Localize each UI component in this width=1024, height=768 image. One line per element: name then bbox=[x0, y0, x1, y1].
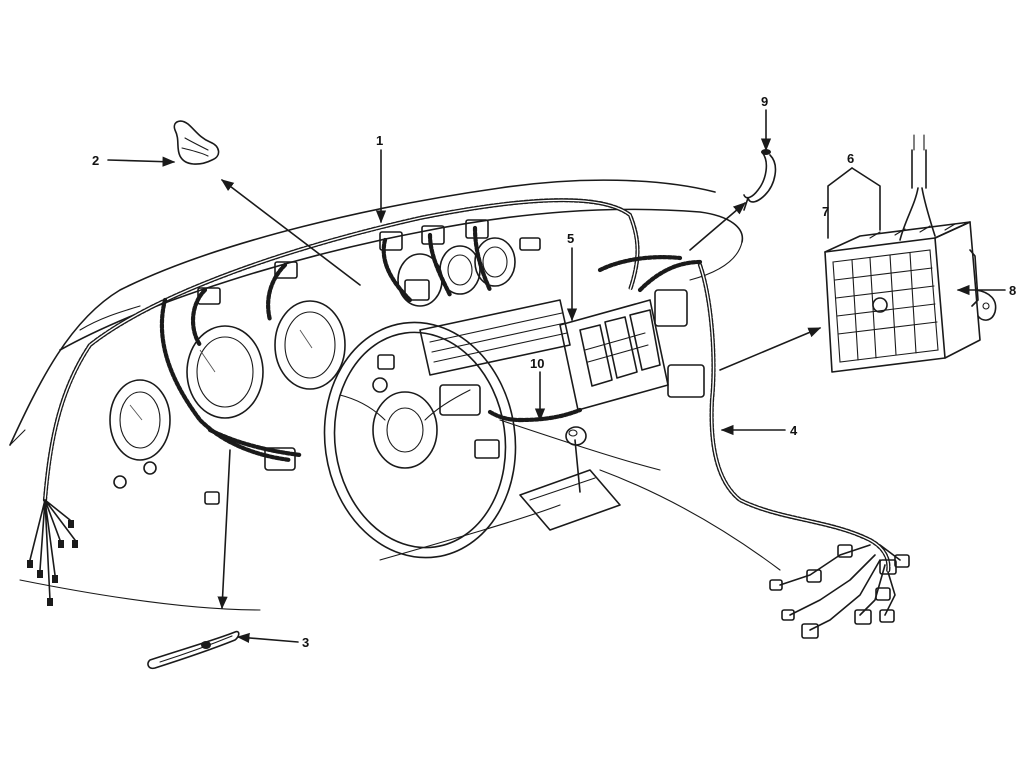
callout-labels: 1 2 3 4 5 6 7 8 9 10 bbox=[92, 94, 1016, 650]
leader-lines bbox=[107, 109, 1006, 644]
fuse-box-part bbox=[824, 134, 997, 373]
dash-connectors bbox=[113, 219, 541, 505]
callout-2: 2 bbox=[92, 153, 99, 168]
callout-5: 5 bbox=[567, 231, 574, 246]
callout-6: 6 bbox=[847, 151, 854, 166]
fuse-relay-block bbox=[559, 289, 705, 411]
callout-7: 7 bbox=[822, 204, 829, 219]
callout-9: 9 bbox=[761, 94, 768, 109]
callout-10: 10 bbox=[530, 356, 544, 371]
dashboard-outline bbox=[9, 179, 781, 611]
console-harness bbox=[487, 255, 703, 423]
callout-8: 8 bbox=[1009, 283, 1016, 298]
instrument-harness bbox=[42, 198, 640, 503]
switch-lead-part bbox=[743, 149, 777, 211]
callout-4: 4 bbox=[790, 423, 798, 438]
body-harness-ends bbox=[769, 544, 910, 639]
lamp-sub-harness-part bbox=[147, 630, 240, 670]
center-console bbox=[419, 299, 621, 531]
callout-1: 1 bbox=[376, 133, 383, 148]
instrument-cluster bbox=[109, 237, 516, 461]
steering-wheel bbox=[323, 321, 517, 559]
body-harness bbox=[697, 262, 891, 575]
clip-connector-part bbox=[173, 120, 220, 165]
callout-3: 3 bbox=[302, 635, 309, 650]
left-wire-ends bbox=[27, 499, 78, 606]
